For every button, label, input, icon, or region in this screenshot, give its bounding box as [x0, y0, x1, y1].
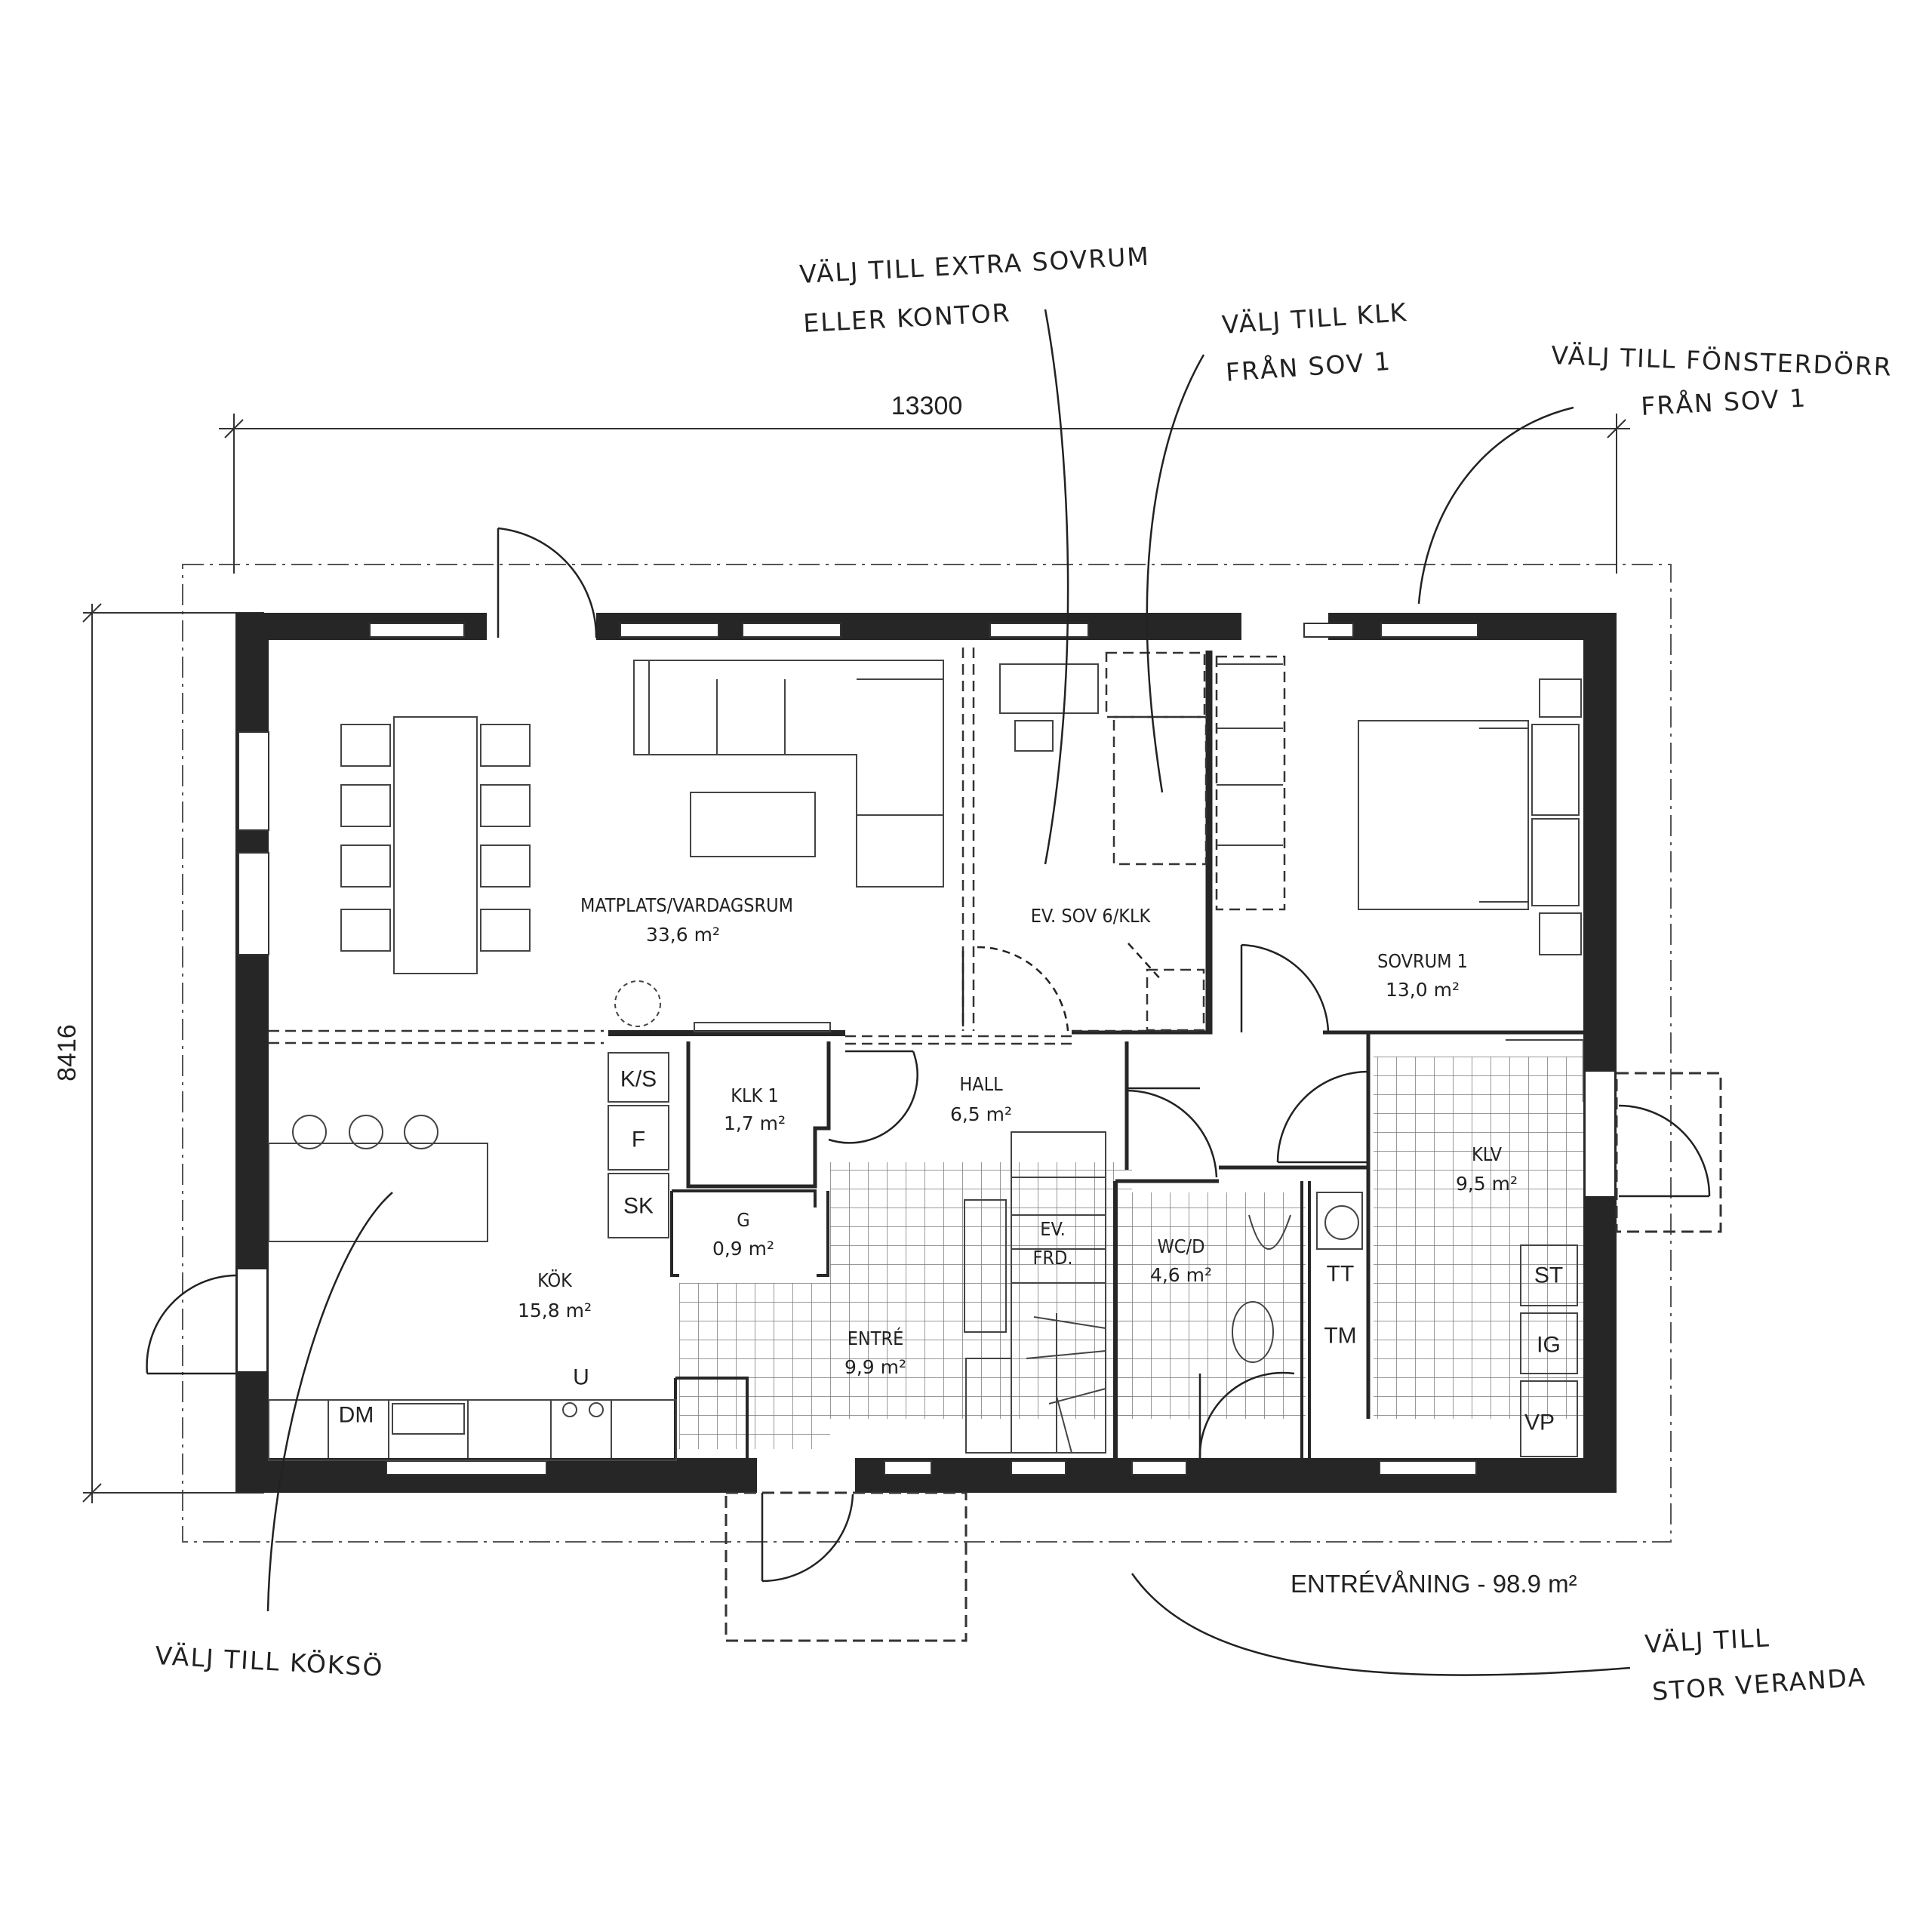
- optional-walls: [269, 648, 1286, 1045]
- room-area-wc: 4,6 m²: [1150, 1264, 1212, 1286]
- stair-label-ev: EV.: [1040, 1218, 1066, 1240]
- furniture: [268, 660, 1584, 1461]
- floor-title: ENTRÉVÅNING - 98.9 m²: [1291, 1570, 1577, 1598]
- room-name-kitchen: KÖK: [537, 1269, 573, 1291]
- room-area-klk1: 1,7 m²: [724, 1112, 786, 1134]
- room-name-bedroom1: SOVRUM 1: [1377, 950, 1468, 972]
- openings: [238, 613, 1614, 1493]
- fixture-ks: K/S: [620, 1067, 657, 1092]
- tiled-floors: [679, 1057, 1600, 1449]
- annotation-kokso: VÄLJ TILL KÖKSÖ: [155, 1640, 385, 1682]
- fixture-sk: SK: [623, 1194, 654, 1219]
- annotation-klk-line1: VÄLJ TILL KLK: [1221, 297, 1409, 340]
- room-name-wc: WC/D: [1158, 1235, 1205, 1257]
- room-area-living: 33,6 m²: [646, 924, 720, 946]
- stair-label-frd: FRD.: [1032, 1247, 1072, 1269]
- room-name-living: MATPLATS/VARDAGSRUM: [580, 894, 793, 916]
- fixture-tt: TT: [1327, 1262, 1355, 1287]
- annotation-veranda-line1: VÄLJ TILL: [1644, 1623, 1770, 1659]
- room-name-entre: ENTRÉ: [848, 1327, 904, 1349]
- annotation-extra-sovrum-line2: ELLER KONTOR: [802, 298, 1011, 338]
- plot-boundary: [182, 564, 1672, 1543]
- fixture-dm: DM: [339, 1403, 374, 1428]
- fixture-st: ST: [1534, 1263, 1563, 1288]
- fixture-vp: VP: [1524, 1411, 1555, 1435]
- room-name-g: G: [737, 1209, 749, 1231]
- room-name-extra-bed: EV. SOV 6/KLK: [1031, 905, 1152, 927]
- annotation-veranda-line2: STOR VERANDA: [1651, 1662, 1867, 1706]
- fixture-u: U: [573, 1365, 589, 1390]
- room-name-hall: HALL: [959, 1073, 1003, 1095]
- door-swings: [146, 527, 1711, 1583]
- annotation-leaders: [266, 309, 1631, 1676]
- interior-walls: [608, 651, 1583, 1458]
- annotation-fonster-line1: VÄLJ TILL FÖNSTERDÖRR: [1551, 340, 1894, 382]
- room-area-kitchen: 15,8 m²: [518, 1300, 592, 1321]
- fixture-ig: IG: [1537, 1333, 1561, 1358]
- room-name-klk1: KLK 1: [731, 1084, 778, 1106]
- room-area-hall: 6,5 m²: [950, 1103, 1012, 1125]
- room-area-klv: 9,5 m²: [1456, 1173, 1518, 1195]
- room-area-entre: 9,9 m²: [844, 1356, 906, 1378]
- windows: [238, 623, 1478, 1475]
- annotation-fonster-line2: FRÅN SOV 1: [1640, 383, 1807, 421]
- room-name-klv: KLV: [1472, 1143, 1503, 1165]
- veranda-extensions: [724, 1072, 1722, 1642]
- dimension-lines: [82, 414, 1630, 1503]
- annotation-extra-sovrum-line1: VÄLJ TILL EXTRA SOVRUM: [798, 242, 1150, 289]
- annotation-klk-line2: FRÅN SOV 1: [1225, 346, 1392, 387]
- depth-dimension: 8416: [53, 1024, 82, 1081]
- fixture-tm: TM: [1324, 1324, 1356, 1349]
- room-area-bedroom1: 13,0 m²: [1386, 979, 1460, 1001]
- room-area-g: 0,9 m²: [712, 1238, 774, 1260]
- width-dimension: 13300: [891, 392, 963, 420]
- fixture-f: F: [632, 1128, 645, 1152]
